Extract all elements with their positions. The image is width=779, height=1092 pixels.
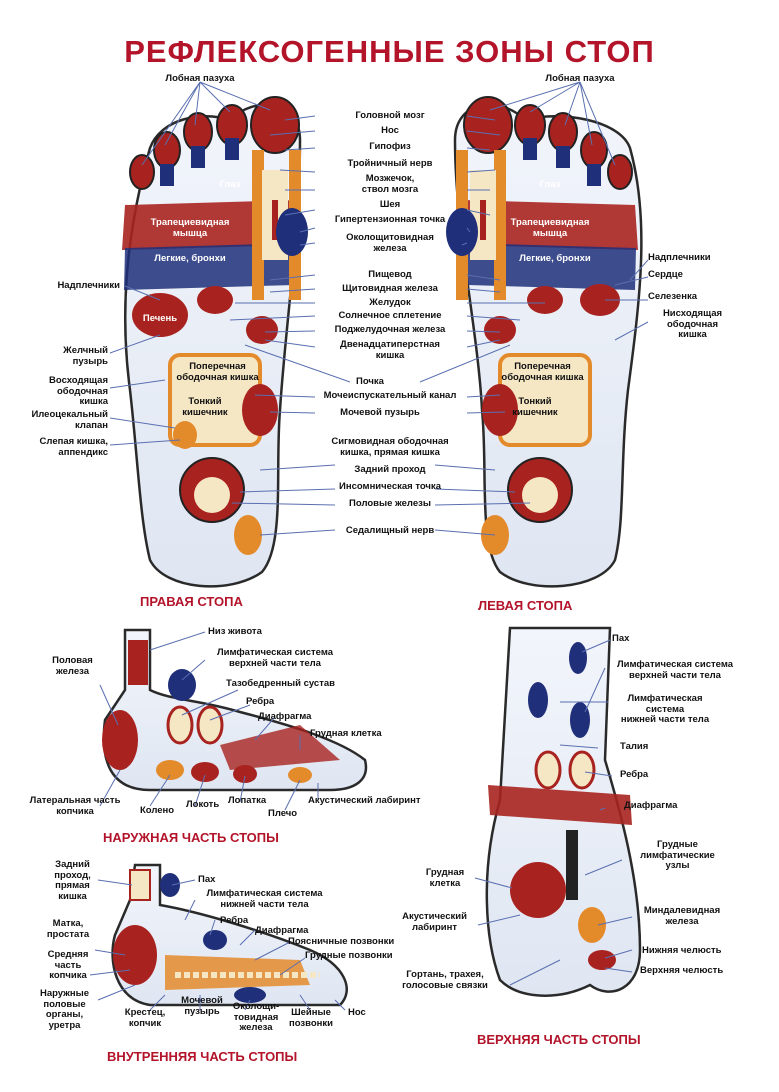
left-foot-side-label: Сердце (648, 269, 683, 280)
inner-foot-label: Шейные позвонки (289, 1007, 333, 1029)
left-foot-zone-label: Поперечная ободочная кишка (501, 361, 584, 383)
center-label: Щитовидная железа (342, 283, 438, 294)
outer-foot-label: Лимфатическая система верхней части тела (216, 647, 334, 669)
right-foot-side-label: Надплечники (57, 280, 120, 291)
top-foot-label: Нижняя челюсть (642, 945, 722, 956)
outer-foot-label: Диафрагма (258, 711, 312, 722)
right-foot-zone-label: Поперечная ободочная кишка (176, 361, 259, 383)
inner-foot-label: Средняя часть копчика (47, 949, 89, 981)
center-label: Головной мозг (355, 110, 425, 121)
center-label: Мочевой пузырь (340, 407, 420, 418)
outer-foot-label: Низ живота (208, 626, 262, 637)
right-foot-side-label: Желчный пузырь (63, 345, 108, 367)
inner-foot-label: Поясничные позвонки (288, 936, 395, 947)
top-foot-label: Гортань, трахея, голосовые связки (402, 969, 488, 991)
left-foot-zone-label: Легкие, бронхи (519, 253, 591, 264)
inner-foot-label: Задний проход, прямая кишка (54, 859, 91, 902)
outer-foot-label: Латеральная часть копчика (29, 795, 121, 817)
top-foot-label: Талия (620, 741, 649, 752)
inner-foot-label: Матка, простата (46, 918, 90, 940)
left-foot-side-label: Надплечники (648, 252, 711, 263)
top-foot-label: Акустический лабиринт (402, 911, 467, 933)
outer-foot-label: Локоть (186, 799, 220, 810)
right-foot-side-label: Слепая кишка, аппендикс (39, 436, 108, 458)
top-foot-label: Грудные лимфатические узлы (640, 839, 715, 871)
center-label: Пищевод (368, 269, 412, 280)
center-label: Поджелудочная железа (334, 324, 446, 335)
outer-foot-label: Грудная клетка (310, 728, 382, 739)
right-foot-diagram (122, 96, 308, 588)
right-foot-top-label: Лобная пазуха (165, 73, 235, 84)
leader-lines (109, 81, 649, 536)
section-title-left: ЛЕВАЯ СТОПА (478, 598, 573, 613)
section-title-outer: НАРУЖНАЯ ЧАСТЬ СТОПЫ (103, 830, 279, 845)
right-foot-zone-label: Легкие, бронхи (154, 253, 226, 264)
outer-foot-label: Лопатка (228, 795, 267, 806)
page-title: РЕФЛЕКСОГЕННЫЕ ЗОНЫ СТОП (124, 34, 655, 69)
outer-foot-label: Тазобедренный сустав (226, 678, 335, 689)
inner-foot-diagram (111, 863, 348, 1007)
inner-foot-label: Грудные позвонки (305, 950, 393, 961)
center-label: Мочеиспускательный канал (323, 390, 457, 401)
right-foot-side-label: Восходящая ободочная кишка (49, 375, 108, 407)
inner-foot-label: Околощи- товидная железа (232, 1001, 280, 1033)
left-foot-side-label: Селезенка (648, 291, 697, 302)
top-foot-label: Ребра (620, 769, 649, 780)
section-title-top: ВЕРХНЯЯ ЧАСТЬ СТОПЫ (477, 1032, 641, 1047)
center-label: Нос (381, 125, 399, 136)
left-foot-top-label: Лобная пазуха (545, 73, 615, 84)
inner-foot-label: Ребра (220, 915, 249, 926)
inner-foot-label: Нос (348, 1007, 366, 1018)
center-label: Тройничный нерв (347, 158, 433, 169)
outer-foot-label: Колено (140, 805, 175, 816)
outer-foot-label: Акустический лабиринт (308, 795, 421, 806)
center-label: Гипофиз (369, 141, 411, 152)
top-foot-label: Грудная клетка (425, 867, 465, 889)
left-foot-diagram (446, 96, 643, 588)
center-label: Гипертензионная точка (334, 214, 446, 225)
outer-foot-label: Ребра (246, 696, 275, 707)
center-label: Почка (356, 376, 384, 387)
inner-foot-label: Диафрагма (255, 925, 309, 936)
left-foot-side-label: Нисходящая ободочная кишка (662, 308, 723, 340)
top-foot-label: Верхняя челюсть (640, 965, 724, 976)
outer-foot-label: Плечо (268, 808, 298, 819)
right-foot-zone-label: Печень (142, 313, 178, 324)
center-label: Седалищный нерв (345, 525, 435, 536)
top-foot-label: Лимфатическая система верхней части тела (616, 659, 734, 681)
right-foot-zone-label: Тонкий кишечник (182, 396, 228, 418)
top-foot-label: Лимфатическая система нижней части тела (620, 693, 710, 725)
center-label: Инсомническая точка (339, 481, 441, 492)
top-foot-label: Пах (612, 633, 630, 644)
left-foot-zone-label: Тонкий кишечник (512, 396, 558, 418)
inner-foot-label: Лимфатическая система нижней части тела (206, 888, 323, 910)
top-foot-label: Миндалевидная железа (643, 905, 721, 927)
inner-foot-label: Мочевой пузырь (181, 995, 223, 1017)
section-title-right: ПРАВАЯ СТОПА (140, 594, 243, 609)
top-foot-diagram (485, 626, 642, 997)
section-title-inner: ВНУТРЕННЯЯ ЧАСТЬ СТОПЫ (107, 1049, 298, 1064)
right-foot-zone-label: Глаз (219, 179, 241, 190)
top-foot-label: Диафрагма (624, 800, 678, 811)
right-foot-zone-label: Трапециевидная мышца (150, 217, 230, 239)
inner-foot-label: Пах (198, 874, 216, 885)
center-label: Шея (379, 199, 401, 210)
left-foot-zone-label: Трапециевидная мышца (510, 217, 590, 239)
right-foot-side-label: Илеоцекальный клапан (31, 409, 108, 431)
outer-foot-label: Половая железа (52, 655, 93, 677)
center-label: Околощитовидная железа (346, 232, 434, 254)
inner-foot-label: Крестец, копчик (124, 1007, 166, 1029)
center-label: Желудок (369, 297, 411, 308)
center-label: Сигмовидная ободочная кишка, прямая кишк… (331, 436, 449, 458)
inner-foot-label: Наружные половые органы, уретра (39, 988, 90, 1031)
center-label: Задний проход (354, 464, 426, 475)
center-label: Половые железы (349, 498, 431, 509)
center-label: Мозжечок, ствол мозга (361, 173, 419, 195)
left-foot-zone-label: Глаз (539, 179, 561, 190)
center-label: Солнечное сплетение (338, 310, 442, 321)
center-label: Двенадцатиперстная кишка (340, 339, 440, 361)
